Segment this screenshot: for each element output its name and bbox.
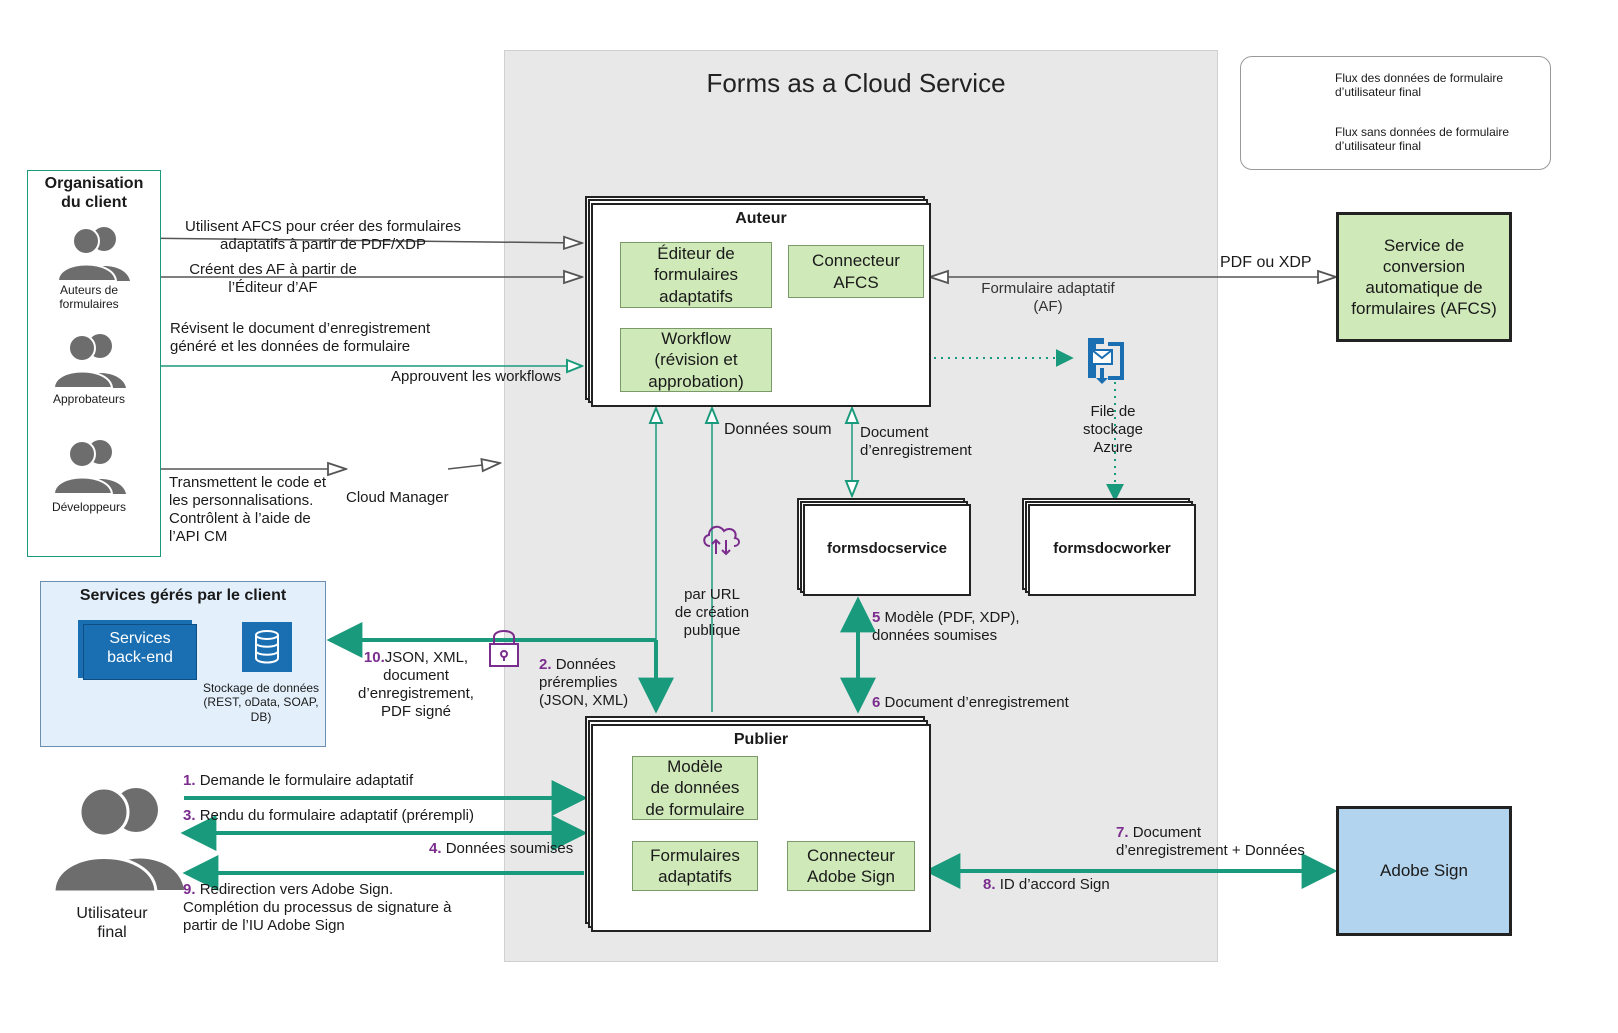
backend-services-box [83,624,197,680]
adaptive-forms-box: Formulaires adaptatifs [632,841,758,891]
developers-icon [52,440,126,495]
step-9: 9. [183,881,196,898]
customer-services-title: Services gérés par le client [79,587,287,604]
label-model-text: Modèle (PDF, XDP), données soumises [872,609,1020,644]
label-review: Révisent le document d’enregistrement gé… [170,320,431,355]
label-sign-id-text: ID d’accord Sign [999,876,1110,893]
approvers-icon [52,334,126,389]
backend-services-label: Services back-end [107,630,173,667]
formsdocservice-label: formsdocservice [826,540,948,557]
authors-label: Auteurs de formulaires [59,283,119,312]
fdm-box: Modèle de données de formulaire [632,756,758,820]
label-redirect-text: Redirection vers Adobe Sign. Complétion … [183,881,452,934]
legend-no-user-data: Flux sans données de formulaire d’utilis… [1335,125,1510,154]
authors-icon [56,227,130,282]
label-adaptive-form-af: Formulaire adaptatif (AF) [981,280,1115,315]
label-record-doc-6: 6 Document d’enregistrement [872,694,1069,712]
step-8: 8. [983,876,996,893]
label-request-af-text: Demande le formulaire adaptatif [199,772,414,789]
step-6: 6 [872,694,881,711]
label-record-plus-data-text: Document d’enregistrement + Données [1116,824,1305,859]
label-record-doc-6-text: Document d’enregistrement [884,694,1069,711]
label-data-submitted-text: Données soumises [445,840,574,857]
legend-user-data: Flux des données de formulaire d’utilisa… [1335,71,1504,100]
label-prefilled-text: Données préremplies (JSON, XML) [539,656,629,709]
end-user-label: Utilisateur final [76,905,148,942]
label-by-url: par URL de création publique [674,586,750,639]
label-request-af: 1. Demande le formulaire adaptatif [183,772,413,790]
label-transmit: Transmettent le code et les personnalisa… [169,474,327,545]
label-data-submitted: 4. Données soumises [429,840,573,858]
workflow-box: Workflow (révision et approbation) [620,328,772,392]
adobe-sign-box: Adobe Sign [1336,806,1512,936]
label-record-plus-data: 7. Document d’enregistrement + Données [1116,824,1305,860]
label-render-af-text: Rendu du formulaire adaptatif (prérempli… [199,807,474,824]
azure-queue-icon [1088,338,1124,384]
step-3: 3. [183,807,196,824]
label-prefilled: 2. Données préremplies (JSON, XML) [539,656,628,710]
step-5: 5 [872,609,881,626]
cloud-icon [703,525,740,556]
formsdocworker-label: formsdocworker [1053,540,1171,557]
formsdocservice-box [803,504,971,596]
step-10: 10. [363,649,385,666]
step-1: 1. [183,772,196,789]
label-sign-id: 8. ID d’accord Sign [983,876,1110,894]
developers-label: Développeurs [51,500,127,514]
client-org-title: Organisation du client [44,175,144,212]
step-7: 7. [1116,824,1129,841]
afcs-service-box: Service de conversion automatique de for… [1336,212,1512,342]
storage-label: Stockage de données (REST, oData, SOAP, … [202,681,320,724]
step-2: 2. [539,656,552,673]
database-icon [242,622,292,672]
author-title: Auteur [735,210,787,227]
label-record-doc: Document d’enregistrement [860,424,972,459]
label-json-xml: 10.JSON, XML, document d’enregistrement,… [346,649,486,721]
label-azure-queue: File de stockage Azure [1082,403,1144,456]
label-pdf-xdp: PDF ou XDP [1220,254,1312,271]
label-create-af: Créent des AF à partir de l’Éditeur d’AF [189,261,357,296]
label-json-xml-text: JSON, XML, document d’enregistrement, PD… [358,649,474,720]
adobe-sign-label: Adobe Sign [1380,861,1468,880]
label-approve: Approuvent les workflows [391,368,562,385]
af-editor-box: Éditeur de formulaires adaptatifs [620,242,772,308]
label-redirect: 9. Redirection vers Adobe Sign. Compléti… [183,881,452,935]
publish-title: Publier [733,731,789,748]
sign-connector-box: Connecteur Adobe Sign [787,841,915,891]
legend [1240,56,1551,170]
afcs-connector-box: Connecteur AFCS [788,245,924,298]
approvers-label: Approbateurs [52,392,126,406]
step-4: 4. [429,840,442,857]
end-user-icon [52,786,184,894]
lock-icon [489,630,519,667]
label-model: 5 Modèle (PDF, XDP), données soumises [872,609,1020,645]
label-cloud-manager: Cloud Manager [346,489,449,506]
cloud-service-title: Forms as a Cloud Service [706,68,1006,98]
label-render-af: 3. Rendu du formulaire adaptatif (prérem… [183,807,474,825]
label-use-afcs: Utilisent AFCS pour créer des formulaire… [185,218,461,253]
label-submitted-data: Données soum [724,421,832,438]
formsdocworker-box [1028,504,1196,596]
